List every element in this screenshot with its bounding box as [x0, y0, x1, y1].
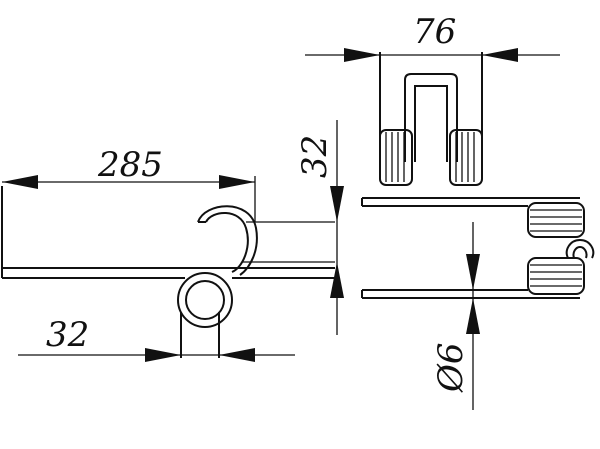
front-view-tine [361, 197, 595, 299]
dimension-76: 76 [305, 12, 560, 62]
side-view-arm [1, 186, 335, 279]
dimension-32-coil: 32 [18, 315, 295, 362]
top-view-tine [379, 52, 483, 186]
dim-76-label: 76 [413, 12, 456, 52]
dimension-32-vertical: 32 [295, 120, 344, 335]
dimension-diameter-6: Ø6 [431, 222, 480, 410]
top-view-right-coil [449, 129, 483, 186]
dim-diameter-label: Ø6 [431, 342, 471, 393]
dim-32-vertical-label: 32 [295, 135, 335, 178]
side-view-coil [177, 272, 233, 358]
dim-32-coil-label: 32 [46, 315, 89, 355]
dimension-285: 285 [2, 145, 256, 222]
front-view-coil [527, 202, 595, 295]
dim-285-label: 285 [97, 145, 163, 185]
top-view-left-coil [379, 129, 413, 186]
